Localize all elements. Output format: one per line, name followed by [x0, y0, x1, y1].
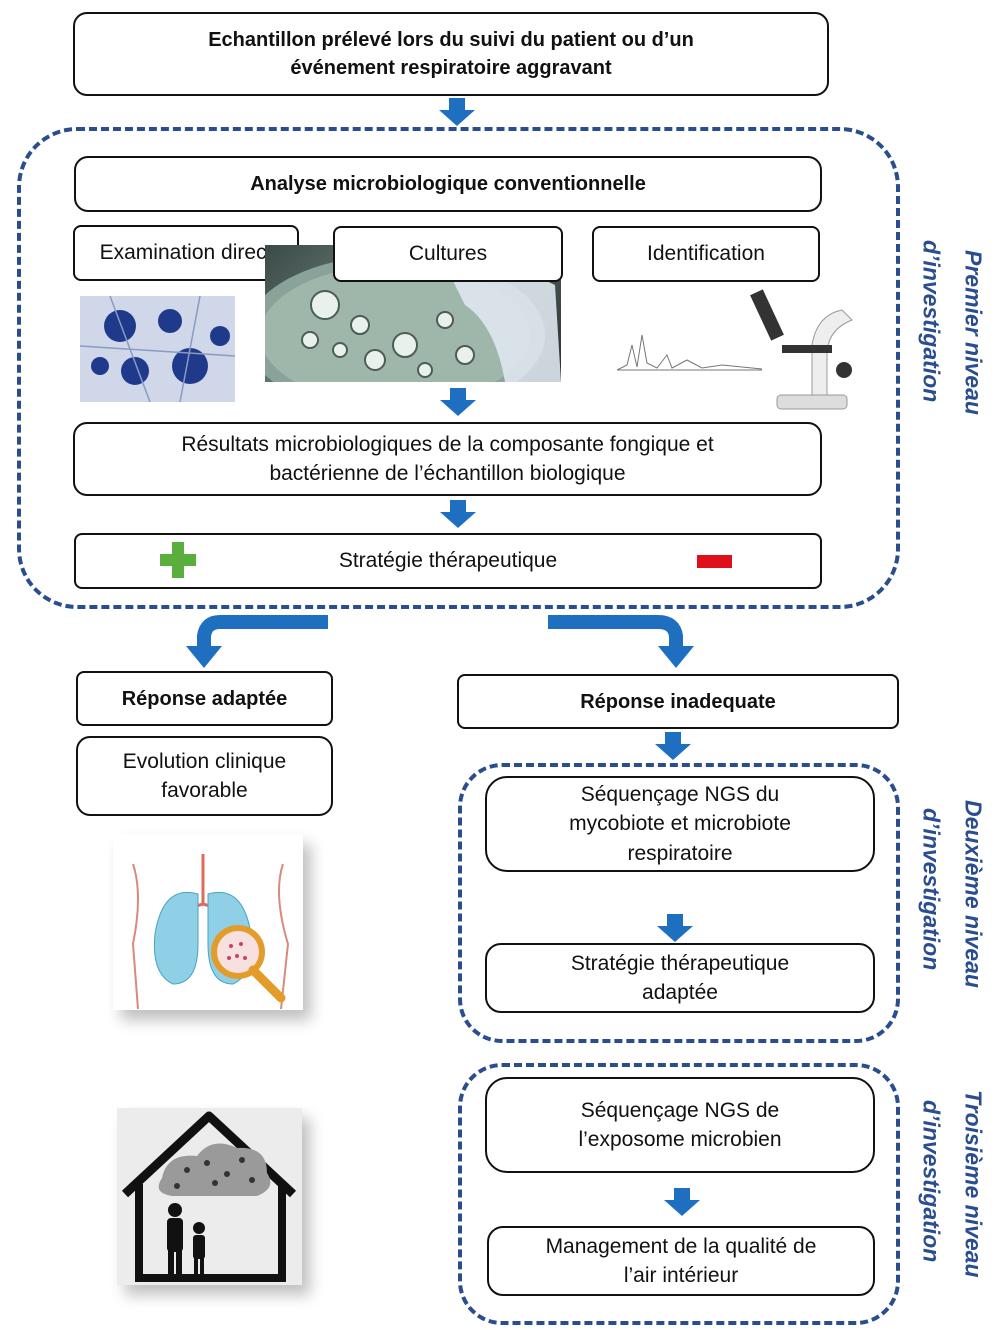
minus-icon: [697, 555, 732, 568]
air-quality-box: Management de la qualité de l’air intéri…: [487, 1226, 875, 1296]
level3-region: [458, 1063, 900, 1325]
ngs-respiratory-line3: respiratoire: [627, 841, 733, 865]
identification-label: Identification: [647, 242, 765, 266]
sample-line2: événement respiratoire aggravant: [290, 57, 612, 79]
plus-icon: [160, 542, 196, 578]
level3-label-line2: d’investigation: [918, 1100, 945, 1263]
branch-left-arrow-icon: [186, 615, 328, 668]
spectrum-microscope-image: [612, 275, 862, 413]
adapted-response-label: Réponse adaptée: [121, 687, 288, 710]
lungs-magnifier-icon: [113, 834, 303, 1010]
inadequate-response-label: Réponse inadequate: [580, 690, 776, 713]
ngs-exposome-box: Séquençage NGS de l’exposome microbien: [485, 1077, 875, 1173]
house-icon: [117, 1108, 302, 1285]
ngs-exposome-line2: l’exposome microbien: [578, 1128, 782, 1151]
adapted-strategy-box: Stratégie thérapeutique adaptée: [485, 943, 875, 1013]
arrow-down-icon: [440, 500, 476, 528]
arrow-down-icon: [655, 732, 691, 760]
branch-right-arrow-icon: [548, 615, 694, 668]
results-box: Résultats microbiologiques de la composa…: [73, 422, 822, 496]
level1-region: [17, 127, 900, 609]
adapted-strategy-line2: adaptée: [642, 981, 718, 1004]
level2-region: [458, 763, 900, 1043]
results-line1: Résultats microbiologiques de la composa…: [181, 432, 714, 456]
fungal-microscopy-image: [80, 296, 235, 402]
arrow-down-icon: [440, 388, 476, 416]
level1-label-line1: Premier niveau: [960, 250, 987, 415]
exam-direct-label: Examination direct: [99, 241, 273, 265]
exam-direct-box: Examination direct: [73, 225, 299, 281]
cultures-box: Cultures: [333, 226, 563, 282]
ngs-respiratory-line1: Séquençage NGS du: [580, 782, 780, 806]
sample-box: Echantillon prélevé lors du suivi du pat…: [73, 12, 829, 96]
evolution-box: Evolution clinique favorable: [76, 736, 333, 816]
air-quality-line1: Management de la qualité de: [545, 1234, 817, 1258]
evolution-line1: Evolution clinique: [122, 749, 287, 773]
air-quality-line2: l’air intérieur: [623, 1264, 739, 1287]
ngs-respiratory-line2: mycobiote et microbiote: [569, 812, 791, 836]
level1-label: d’investigation: [918, 240, 945, 403]
ngs-exposome-line1: Séquençage NGS de: [580, 1098, 780, 1122]
analysis-box: Analyse microbiologique conventionnelle: [74, 156, 822, 212]
identification-box: Identification: [592, 226, 820, 282]
analysis-title: Analyse microbiologique conventionnelle: [250, 173, 646, 195]
evolution-line2: favorable: [161, 779, 248, 802]
ngs-respiratory-box: Séquençage NGS du mycobiote et microbiot…: [485, 776, 875, 872]
sample-line1: Echantillon prélevé lors du suivi du pat…: [208, 29, 694, 51]
arrow-down-icon: [664, 1188, 700, 1216]
arrow-down-icon: [657, 914, 693, 942]
arrow-down-icon: [439, 98, 475, 126]
inadequate-response-box: Réponse inadequate: [457, 674, 899, 729]
culture-petri-image: [265, 245, 561, 382]
level1-label-line2: d’investigation: [918, 240, 945, 403]
level2-label-line2: d’investigation: [918, 808, 945, 971]
strategy-label: Stratégie thérapeutique: [338, 549, 558, 573]
microscope-icon: [750, 289, 853, 410]
adapted-response-box: Réponse adaptée: [76, 671, 333, 726]
level1-label-main: Premier niveau: [960, 250, 987, 415]
adapted-strategy-line1: Stratégie thérapeutique: [570, 951, 790, 975]
cultures-label: Cultures: [408, 242, 488, 266]
level2-label-line1: Deuxième niveau: [960, 800, 987, 988]
level3-label-line1: Troisième niveau: [960, 1090, 987, 1278]
results-line2: bactérienne de l’échantillon biologique: [269, 462, 626, 485]
